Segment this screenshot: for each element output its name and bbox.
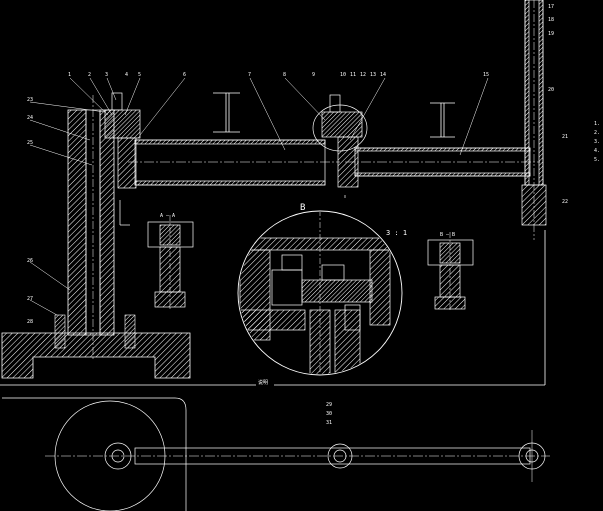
callout-label: 26	[27, 258, 34, 264]
leader-lines	[29, 77, 489, 316]
bottom-note: 说明	[258, 380, 269, 386]
callout-label: 30	[326, 411, 333, 417]
callout-label: 20	[548, 87, 555, 93]
callout-label: 4	[125, 72, 129, 78]
arm-segment-1	[128, 139, 340, 186]
callout-label: 7	[248, 72, 252, 78]
plan-view	[2, 397, 550, 511]
column-assembly	[67, 95, 115, 360]
callout-label: 14	[380, 72, 387, 78]
callout-label: 18	[548, 17, 555, 23]
detail-scale-label: 3 : 1	[386, 229, 408, 237]
callout-label: 3	[105, 72, 109, 78]
arm-segment-2	[345, 147, 540, 177]
callout-label: 2	[88, 72, 92, 78]
callout-label: 25	[27, 140, 34, 146]
callout-label: 21	[562, 134, 569, 140]
i-beam-2	[430, 102, 455, 138]
callout-label: 15	[483, 72, 490, 78]
detail-b-view	[237, 210, 403, 376]
callout-label: 27	[27, 296, 34, 302]
callout-label: 6	[183, 72, 187, 78]
section-b-b-label: B — B	[440, 232, 456, 238]
detail-b-label: B	[300, 203, 306, 213]
joint-left	[104, 92, 141, 226]
callout-label: 5	[138, 72, 142, 78]
note-item: 4.	[594, 148, 601, 154]
callout-label: 29	[326, 402, 333, 408]
callout-label: 17	[548, 4, 555, 10]
base-assembly	[1, 314, 191, 379]
callout-label: 12	[360, 72, 367, 78]
callout-label: 24	[27, 115, 34, 121]
callout-label: 1	[68, 72, 72, 78]
note-item: 5.	[594, 157, 601, 163]
note-item: 2.	[594, 130, 601, 136]
callout-label: 11	[350, 72, 357, 78]
callout-label: 28	[27, 319, 34, 325]
section-a-a	[147, 215, 194, 310]
callout-label: 9	[312, 72, 316, 78]
callout-label: 23	[27, 97, 34, 103]
callout-label: 19	[548, 31, 555, 37]
i-beam-1	[213, 92, 240, 133]
section-b-b	[427, 232, 474, 312]
callout-label: 31	[326, 420, 333, 426]
note-item: 3.	[594, 139, 601, 145]
callout-label: 10	[340, 72, 347, 78]
note-item: 1.	[594, 121, 601, 127]
callout-label: 13	[370, 72, 377, 78]
section-a-a-label: A — A	[160, 213, 176, 219]
callout-label: 22	[562, 199, 569, 205]
vertical-post-right	[521, 0, 547, 240]
callout-label: 8	[283, 72, 287, 78]
